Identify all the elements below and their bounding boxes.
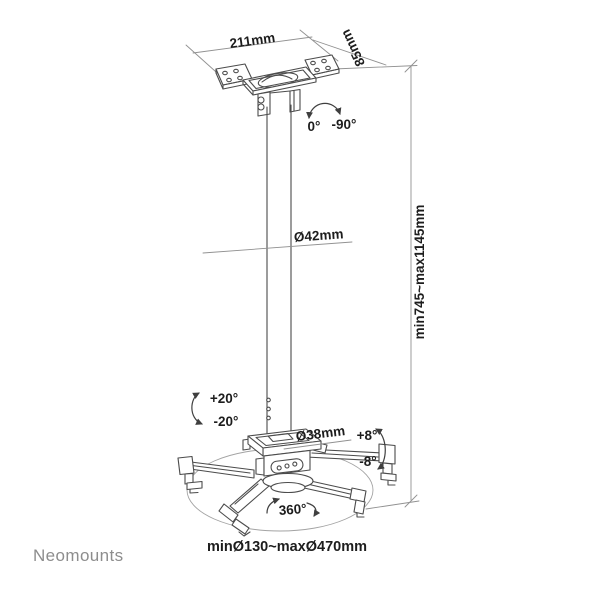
arm-spread-range-label: minØ130~maxØ470mm	[207, 539, 367, 555]
plate-depth-label: 85mm	[338, 27, 368, 69]
arm-upper-left	[177, 455, 255, 494]
height-range-label: min745~max1145mm	[412, 205, 427, 340]
tilt-arrow-icon-right	[375, 428, 386, 470]
arm-lower-left	[218, 478, 270, 537]
swivel-body	[255, 449, 311, 477]
bracket-right-channel	[289, 88, 301, 113]
ceiling-dimension-lines	[185, 29, 420, 510]
tilt-up-label: +20°	[210, 391, 238, 406]
pole	[266, 104, 292, 434]
adjustment-screw	[266, 397, 271, 403]
projector-head	[177, 428, 397, 537]
ceiling-plate	[215, 54, 340, 117]
pivot-zero-label: 0°	[308, 119, 321, 134]
pole-diameter-leader-line	[202, 241, 353, 254]
plate-width-label: 211mm	[229, 30, 276, 51]
adjustment-screw	[266, 415, 271, 421]
head-diameter-label: Ø38mm	[295, 423, 346, 444]
head-diameter-leader-line	[283, 439, 352, 450]
tilt-arrow-icon-left	[191, 392, 203, 425]
adjustment-screw	[266, 406, 271, 412]
rotation-label: 360°	[278, 501, 307, 518]
rotation-arrow-icon-360	[266, 497, 321, 517]
pole-diameter-label: Ø42mm	[293, 226, 343, 244]
pivot-max-label: -90°	[332, 117, 357, 132]
brand-logo: Neomounts	[33, 546, 124, 565]
swivel-up-label: +8°	[357, 428, 378, 443]
tilt-down-label: -20°	[214, 414, 239, 429]
pole-clamp	[242, 428, 328, 457]
rotation-disc	[262, 472, 314, 494]
swivel-down-label: -8°	[359, 454, 376, 469]
pivot-rotation-arrow-icon	[306, 102, 342, 120]
